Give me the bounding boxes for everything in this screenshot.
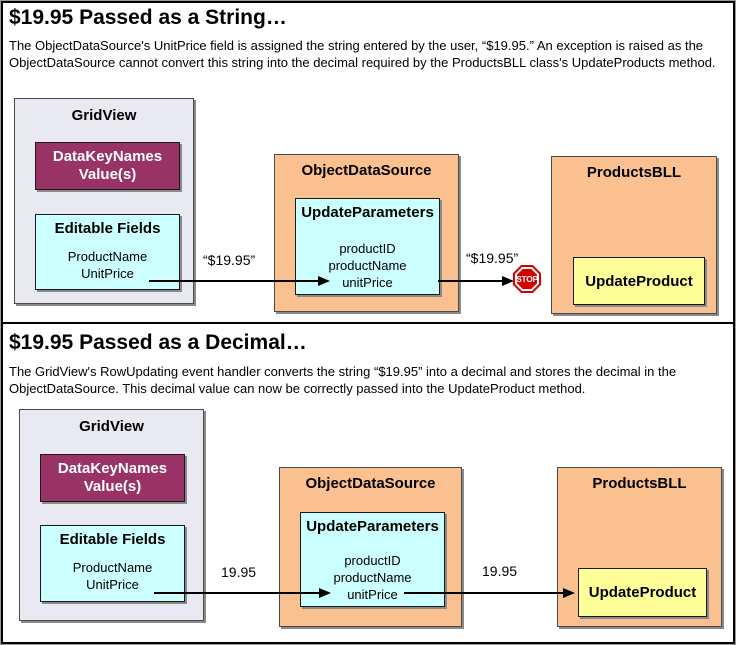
param-productid: productID bbox=[339, 241, 396, 256]
arrow-right-icon bbox=[563, 588, 575, 598]
datakeynames-box: DataKeyNames Value(s) bbox=[40, 454, 185, 502]
datakeynames-box: DataKeyNames Value(s) bbox=[35, 142, 180, 190]
arrow2-value-label: “$19.95” bbox=[466, 250, 519, 266]
panel-divider bbox=[1, 322, 735, 324]
updateparameters-title: UpdateParameters bbox=[301, 204, 434, 221]
panel-decimal-description: The GridView's RowUpdating event handler… bbox=[9, 364, 677, 396]
updateparameters-box: UpdateParameters productID productName u… bbox=[295, 198, 440, 295]
gridview-title: GridView bbox=[79, 418, 144, 435]
objectdatasource-title: ObjectDataSource bbox=[301, 162, 432, 179]
param-productname: productName bbox=[328, 258, 407, 273]
stop-icon: STOP bbox=[513, 265, 541, 293]
arrow-line bbox=[154, 592, 319, 594]
stop-octagon-inner bbox=[517, 269, 537, 289]
datakeynames-line1: DataKeyNames bbox=[57, 460, 168, 477]
updateproduct-box: UpdateProduct bbox=[578, 568, 707, 617]
updateproduct-box: UpdateProduct bbox=[573, 257, 705, 305]
param-productname: productName bbox=[333, 570, 412, 585]
productsbll-box: ProductsBLL UpdateProduct bbox=[551, 156, 717, 314]
updateparameters-items: productID productName unitPrice bbox=[296, 240, 439, 291]
arrow-right-icon bbox=[502, 276, 514, 286]
editable-fields-box: Editable Fields ProductName UnitPrice bbox=[40, 525, 185, 602]
arrow-right-icon bbox=[319, 588, 331, 598]
stop-text: STOP bbox=[516, 274, 538, 284]
productsbll-box: ProductsBLL UpdateProduct bbox=[557, 467, 722, 627]
objectdatasource-box: ObjectDataSource UpdateParameters produc… bbox=[274, 154, 459, 312]
arrow1-value-label: “$19.95” bbox=[203, 252, 256, 268]
panel-decimal-heading: $19.95 Passed as a Decimal… bbox=[9, 331, 307, 354]
updateparameters-items: productID productName unitPrice bbox=[301, 552, 444, 603]
param-productid: productID bbox=[344, 553, 401, 568]
param-unitprice: unitPrice bbox=[342, 275, 393, 290]
panel-string-description: The ObjectDataSource's UnitPrice field i… bbox=[9, 38, 716, 70]
editable-fields-items: ProductName UnitPrice bbox=[36, 248, 179, 282]
objectdatasource-title: ObjectDataSource bbox=[305, 475, 436, 492]
field-unitprice: UnitPrice bbox=[81, 266, 134, 281]
param-unitprice: unitPrice bbox=[347, 587, 398, 602]
arrow2-value-label: 19.95 bbox=[482, 563, 518, 579]
arrow-line bbox=[438, 280, 502, 282]
gridview-title: GridView bbox=[71, 107, 137, 124]
arrow-line bbox=[149, 280, 318, 282]
arrow-right-icon bbox=[318, 276, 330, 286]
editable-fields-box: Editable Fields ProductName UnitPrice bbox=[35, 214, 180, 290]
editable-fields-title: Editable Fields bbox=[59, 531, 166, 548]
productsbll-title: ProductsBLL bbox=[586, 164, 682, 181]
field-unitprice: UnitPrice bbox=[86, 577, 139, 592]
editable-fields-items: ProductName UnitPrice bbox=[41, 559, 184, 593]
gridview-box: GridView DataKeyNames Value(s) Editable … bbox=[14, 98, 194, 304]
field-productname: ProductName bbox=[67, 249, 148, 264]
updateparameters-title: UpdateParameters bbox=[306, 518, 439, 535]
updateproduct-label: UpdateProduct bbox=[588, 584, 697, 601]
datakeynames-line1: DataKeyNames bbox=[52, 148, 163, 165]
editable-fields-title: Editable Fields bbox=[54, 220, 161, 237]
updateproduct-label: UpdateProduct bbox=[585, 272, 693, 290]
gridview-box: GridView DataKeyNames Value(s) Editable … bbox=[19, 409, 204, 621]
productsbll-title: ProductsBLL bbox=[592, 475, 687, 492]
arrow-line bbox=[404, 592, 563, 594]
objectdatasource-box: ObjectDataSource UpdateParameters produc… bbox=[279, 467, 462, 627]
datakeynames-line2: Value(s) bbox=[78, 166, 137, 183]
panel-string-heading: $19.95 Passed as a String… bbox=[9, 6, 287, 29]
field-productname: ProductName bbox=[72, 560, 153, 575]
datakeynames-line2: Value(s) bbox=[83, 478, 142, 495]
arrow1-value-label: 19.95 bbox=[221, 564, 257, 580]
